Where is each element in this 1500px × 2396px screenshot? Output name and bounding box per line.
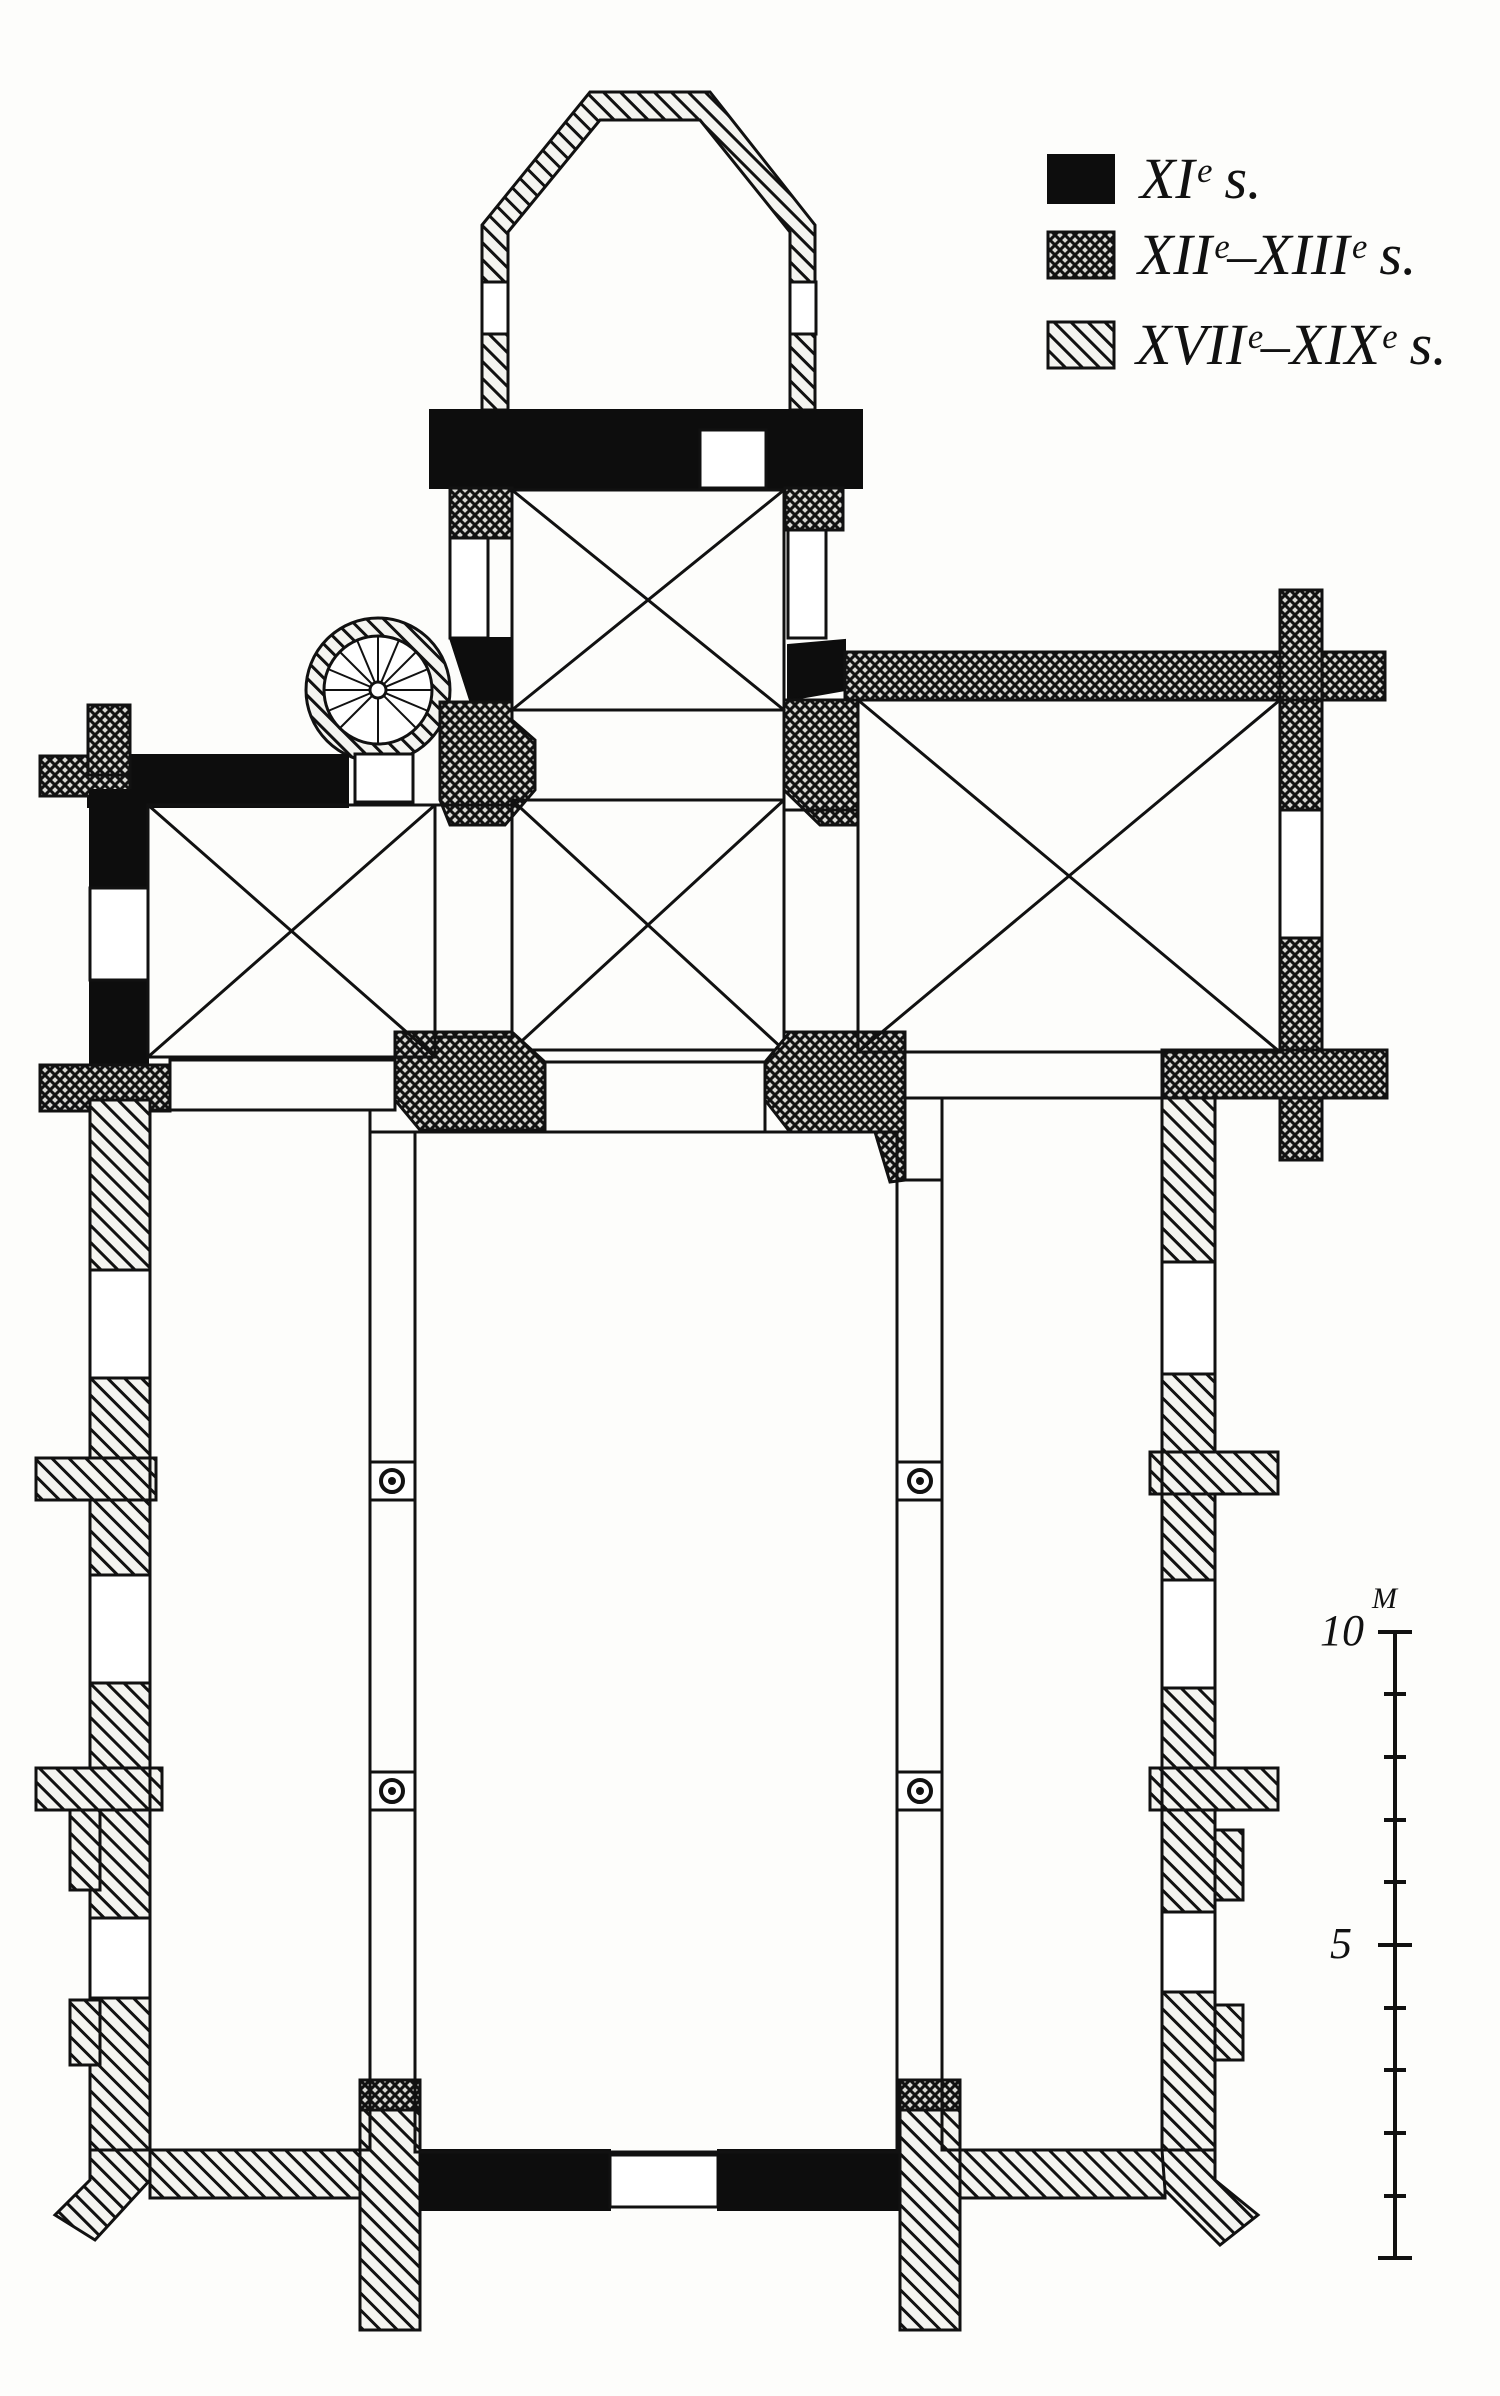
west-wall-central-left (419, 2149, 611, 2211)
legend-item-xi: XIᵉ s. (1047, 146, 1262, 211)
west-wall-north (148, 2148, 362, 2200)
legend-swatch-xii-xiii (1046, 230, 1116, 280)
north-aisle-corner-buttress (52, 2148, 152, 2242)
choir-east-window (698, 428, 768, 490)
south-aisle-window-3 (1160, 1910, 1217, 1994)
legend-swatch-xvii-xix (1046, 320, 1116, 370)
north-aisle-buttress-2 (34, 1766, 164, 1812)
nave (34, 1096, 1280, 2332)
apse-window-right (788, 280, 818, 336)
choir-window-west (448, 536, 490, 640)
north-aisle-window-3 (88, 1916, 152, 2000)
south-arcade (895, 1178, 944, 2082)
south-aisle-space (940, 1096, 1164, 2152)
crossing-west-arch (543, 1060, 767, 1134)
north-aisle-window-1 (88, 1268, 152, 1380)
north-transept-arch (433, 803, 514, 1039)
south-transept-east-buttress-top (1278, 588, 1324, 712)
stair-turret (304, 616, 452, 764)
south-transept-south-buttress (1160, 1048, 1389, 1100)
south-arcade-pier-west (898, 2078, 962, 2112)
crossing (393, 698, 907, 1184)
north-aisle-buttress-3 (68, 1808, 102, 1892)
legend-label-xvii-xix: XVIIᵉ–XIXᵉ s. (1134, 312, 1447, 377)
south-aisle-arch (903, 1050, 1165, 1100)
west-buttress-south (898, 2078, 962, 2332)
north-aisle-space (148, 1108, 372, 2152)
central-nave-space (413, 1130, 899, 2154)
legend: XIᵉ s. XIIᵉ–XIIIᵉ s. XVIIᵉ–XIXᵉ s. (1046, 146, 1447, 377)
apse-window-left (480, 280, 510, 336)
choir-east-wall (429, 409, 863, 489)
crossing-east-arch (510, 708, 786, 802)
south-aisle-window-1 (1160, 1260, 1217, 1376)
west-wall-central-right (717, 2149, 901, 2211)
scale-unit: M (1371, 1582, 1399, 1615)
crossing-pier-ne (782, 698, 860, 827)
legend-item-xii-xiii: XIIᵉ–XIIIᵉ s. (1046, 222, 1416, 287)
west-wall-south (958, 2148, 1167, 2200)
south-transept-east-wall-upper (1278, 698, 1324, 812)
apse (480, 90, 818, 412)
north-aisle-window-2 (88, 1573, 152, 1685)
crossing-pier-sw (393, 1030, 547, 1132)
north-aisle-buttress-1 (34, 1456, 158, 1502)
scale-bar-ticks (1378, 1630, 1412, 2260)
south-aisle-buttress-4 (1213, 2003, 1245, 2062)
south-transept-east-buttress-bottom (1278, 1096, 1324, 1162)
north-transept-corner-buttress-v (86, 703, 132, 777)
legend-item-xvii-xix: XVIIᵉ–XIXᵉ s. (1046, 312, 1447, 377)
scale-bar: 10 M 5 (1320, 1582, 1412, 2260)
crossing-pier-nw (438, 700, 537, 827)
north-aisle-arch (168, 1058, 397, 1112)
south-transept-window (1278, 808, 1324, 940)
north-arcade (368, 1130, 417, 2082)
south-transept (782, 588, 1389, 1162)
north-aisle-buttress-4 (68, 1998, 102, 2067)
choir-pier-sw (448, 637, 513, 701)
north-transept-stair-door (353, 752, 415, 804)
south-aisle-buttress-2 (1148, 1766, 1280, 1812)
south-transept-east-wall-lower (1278, 936, 1324, 1062)
south-aisle-corner-buttress (1160, 2148, 1261, 2248)
choir (429, 409, 863, 712)
south-transept-arch (782, 808, 860, 1034)
crossing-pier-se (763, 1030, 907, 1184)
south-aisle-window-2 (1160, 1578, 1217, 1690)
choir-window-east (786, 528, 828, 640)
scale-label-5: 5 (1330, 1919, 1352, 1968)
legend-label-xii-xiii: XIIᵉ–XIIIᵉ s. (1136, 222, 1416, 287)
north-transept-window (88, 886, 150, 982)
south-aisle-buttress-3 (1213, 1828, 1245, 1902)
choir-pier-ne (783, 486, 845, 532)
north-transept (38, 703, 514, 1113)
choir-pier-se (787, 638, 846, 702)
west-portal (608, 2153, 720, 2209)
scale-label-10: 10 (1320, 1606, 1364, 1655)
south-aisle-buttress-1 (1148, 1450, 1280, 1496)
choir-pier-nw (448, 486, 514, 540)
legend-swatch-xi (1047, 154, 1115, 204)
arcade-pillars (368, 1460, 944, 1812)
legend-label-xi: XIᵉ s. (1138, 146, 1262, 211)
apse-wall (480, 90, 817, 412)
